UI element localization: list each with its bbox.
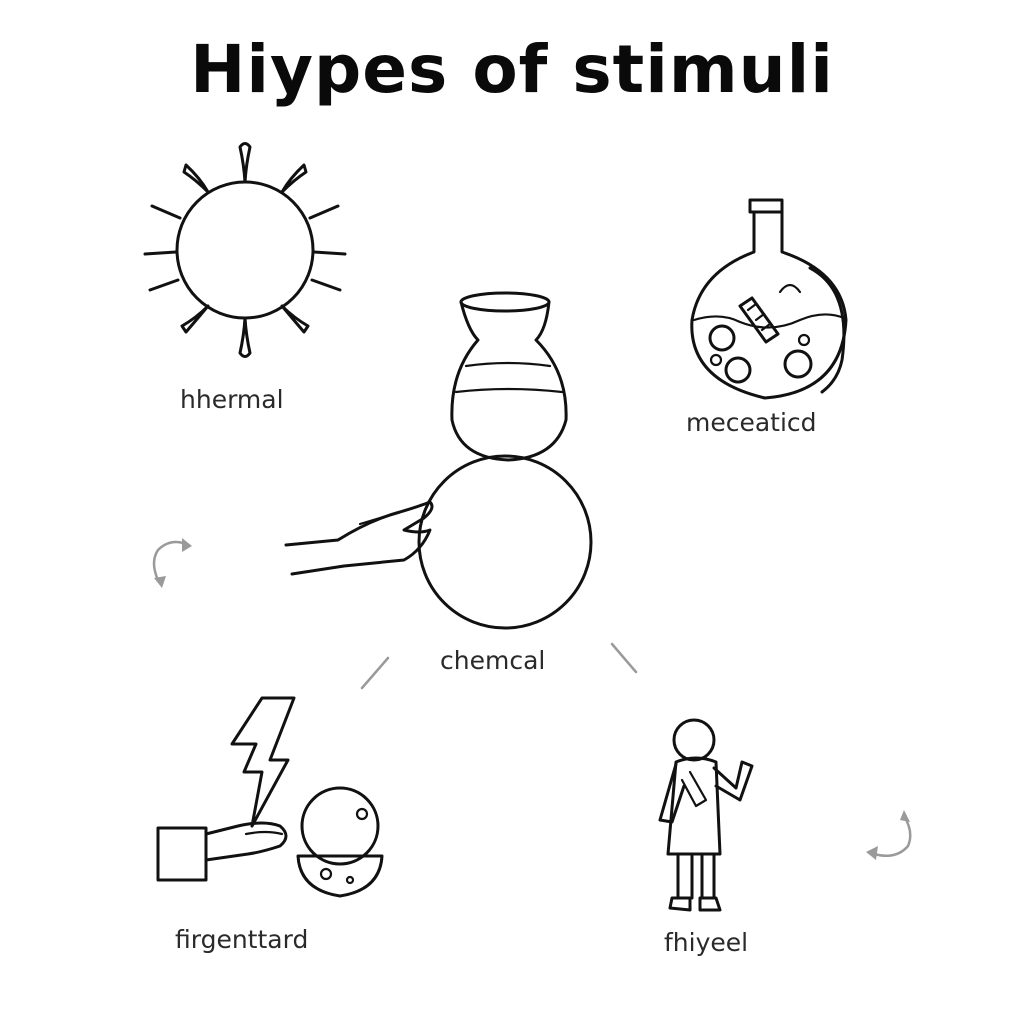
sun-icon bbox=[143, 142, 347, 358]
vase-sphere-hand-icon bbox=[284, 291, 593, 630]
flask-icon bbox=[690, 198, 848, 400]
lightning-hand-icon bbox=[156, 696, 384, 898]
label-physical: fhiyeel bbox=[664, 928, 749, 957]
diagram-title: Hiypes of stimuli bbox=[190, 31, 834, 108]
label-chemical: chemcal bbox=[440, 646, 546, 675]
person-icon bbox=[658, 718, 754, 912]
cycle-arrow-icon bbox=[866, 810, 912, 860]
label-mechanical: meceaticd bbox=[686, 408, 817, 437]
cycle-arrow-icon bbox=[152, 538, 192, 588]
label-figure: firgenttard bbox=[175, 925, 309, 954]
connectors bbox=[360, 642, 638, 690]
label-thermal: hhermal bbox=[180, 385, 284, 414]
